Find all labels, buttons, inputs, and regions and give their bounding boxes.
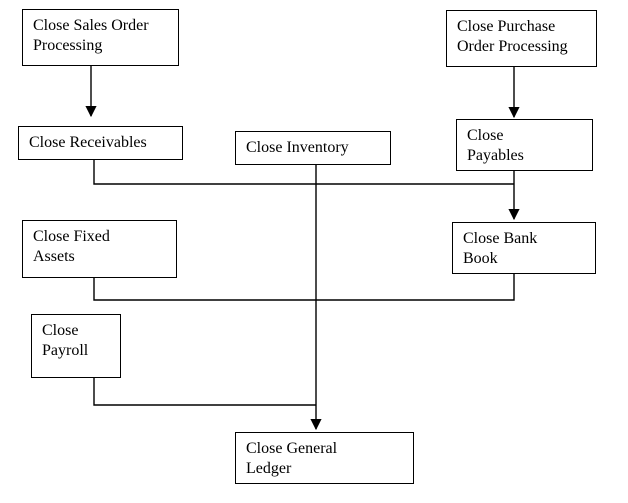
node-close-inventory: Close Inventory bbox=[235, 131, 391, 165]
node-label: Ledger bbox=[246, 460, 292, 477]
node-label: Order Processing bbox=[457, 38, 568, 55]
node-label: Close bbox=[467, 127, 504, 144]
node-close-payables: Close Payables bbox=[456, 119, 593, 171]
node-label: Close Receivables bbox=[29, 134, 147, 151]
node-close-general-ledger: Close General Ledger bbox=[235, 432, 414, 484]
node-close-sales-order-processing: Close Sales Order Processing bbox=[22, 9, 179, 66]
node-label: Payables bbox=[467, 147, 524, 164]
node-close-receivables: Close Receivables bbox=[18, 126, 183, 160]
node-label: Payroll bbox=[42, 342, 89, 359]
node-label: Close Bank bbox=[463, 230, 538, 247]
node-label: Close General bbox=[246, 440, 338, 457]
node-label: Book bbox=[463, 250, 498, 267]
node-label: Close Inventory bbox=[246, 139, 349, 156]
node-close-purchase-order-processing: Close Purchase Order Processing bbox=[446, 10, 597, 67]
node-label: Close Fixed bbox=[33, 228, 110, 245]
connector-fixed-assets-bank bbox=[93, 274, 515, 301]
connector-receivables-to-bank bbox=[93, 160, 514, 185]
connector-payroll bbox=[93, 378, 316, 406]
node-close-payroll: Close Payroll bbox=[31, 314, 121, 378]
node-label: Processing bbox=[33, 37, 103, 54]
node-label: Close bbox=[42, 322, 79, 339]
node-label: Close Sales Order bbox=[33, 17, 149, 34]
node-close-fixed-assets: Close Fixed Assets bbox=[22, 220, 177, 278]
node-label: Close Purchase bbox=[457, 18, 556, 35]
node-close-bank-book: Close Bank Book bbox=[452, 222, 596, 274]
node-label: Assets bbox=[33, 248, 75, 265]
